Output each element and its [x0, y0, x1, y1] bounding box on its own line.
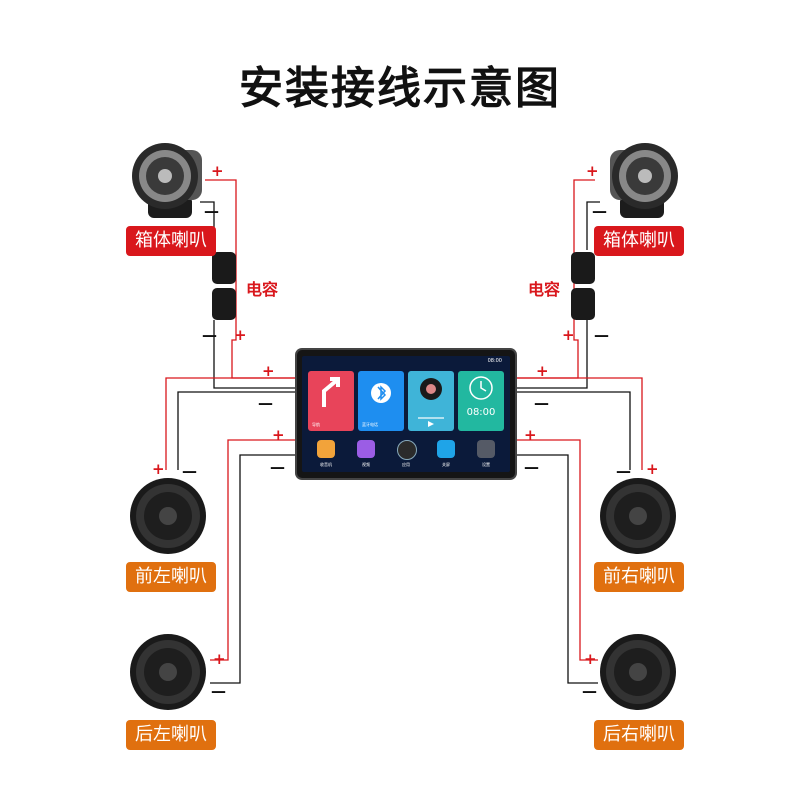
minus-sign: — [534, 394, 549, 412]
front-right-speaker-graphic [600, 478, 676, 554]
radio-icon[interactable] [317, 440, 335, 458]
screen-off-label: 关屏 [442, 462, 450, 467]
apps-label: 应用 [402, 462, 410, 467]
navigation-tile-caption: 导航 [312, 422, 320, 427]
minus-sign: — [524, 458, 539, 476]
wire-front-right-minus [514, 391, 631, 470]
capacitor-right [571, 252, 595, 320]
head-unit: 08:00 导航 蓝牙电话 [297, 350, 515, 478]
minus-sign: — [582, 682, 597, 700]
wire-front-left-plus [165, 377, 298, 470]
settings-label: 设置 [482, 462, 490, 467]
box-speaker-left-label: 箱体喇叭 [126, 226, 216, 256]
plus-sign: + [646, 460, 659, 478]
wire-rear-right-minus [514, 454, 598, 684]
video-icon[interactable] [357, 440, 375, 458]
radio-label: 收音机 [320, 462, 332, 467]
page-title: 安装接线示意图 [239, 63, 561, 114]
plus-sign: + [584, 650, 597, 668]
minus-sign: — [211, 682, 226, 700]
capacitor-left [212, 252, 236, 320]
plus-sign: + [234, 326, 247, 344]
wire-rear-left-minus [210, 454, 298, 684]
status-time: 08:00 [487, 358, 502, 364]
front-right-speaker-label: 前右喇叭 [594, 562, 684, 592]
minus-sign: — [270, 458, 285, 476]
music-album-icon [418, 378, 444, 427]
plus-sign: + [562, 326, 575, 344]
wire-front-right-plus [514, 377, 643, 470]
clock-time: 08:00 [466, 407, 496, 418]
front-left-speaker-graphic [130, 478, 206, 554]
capacitor-right-label: 电容 [528, 280, 561, 299]
power-icon[interactable] [437, 440, 455, 458]
video-label: 视频 [362, 462, 370, 467]
box-speaker-right-label: 箱体喇叭 [594, 226, 684, 256]
minus-sign: — [182, 462, 197, 480]
bluetooth-tile[interactable]: 蓝牙电话 [358, 371, 404, 431]
clock-tile[interactable]: 08:00 [458, 371, 504, 431]
plus-sign: + [152, 460, 165, 478]
rear-left-speaker-graphic [130, 634, 206, 710]
bluetooth-icon [371, 383, 391, 403]
capacitor-left-label: 电容 [246, 280, 279, 299]
minus-sign: — [592, 202, 607, 220]
navigation-arrow-icon [322, 377, 340, 407]
status-bar: 08:00 [302, 356, 510, 367]
plus-sign: + [586, 162, 599, 180]
plus-sign: + [262, 362, 275, 380]
bluetooth-tile-caption: 蓝牙电话 [362, 422, 378, 427]
minus-sign: — [616, 462, 631, 480]
minus-sign: — [202, 326, 217, 344]
rear-left-speaker-label: 后左喇叭 [126, 720, 216, 750]
music-tile[interactable] [408, 371, 454, 431]
rear-right-speaker-graphic [600, 634, 676, 710]
wire-rear-left-plus [210, 439, 298, 661]
plus-sign: + [524, 426, 537, 444]
wire-box-right-minus [514, 201, 600, 389]
minus-sign: — [594, 326, 609, 344]
clock-icon [469, 376, 493, 400]
minus-sign: — [204, 202, 219, 220]
plus-sign: + [211, 162, 224, 180]
apps-icon[interactable] [397, 440, 417, 460]
head-unit-screen: 08:00 导航 蓝牙电话 [302, 356, 510, 472]
navigation-tile[interactable]: 导航 [308, 371, 354, 431]
minus-sign: — [258, 394, 273, 412]
wire-rear-right-plus [514, 439, 598, 661]
plus-sign: + [536, 362, 549, 380]
box-speaker-right-graphic [610, 143, 678, 218]
rear-right-speaker-label: 后右喇叭 [594, 720, 684, 750]
wire-front-left-minus [177, 391, 298, 470]
settings-gear-icon[interactable] [477, 440, 495, 458]
plus-sign: + [213, 650, 226, 668]
box-speaker-left-graphic [132, 143, 202, 218]
front-left-speaker-label: 前左喇叭 [126, 562, 216, 592]
plus-sign: + [272, 426, 285, 444]
